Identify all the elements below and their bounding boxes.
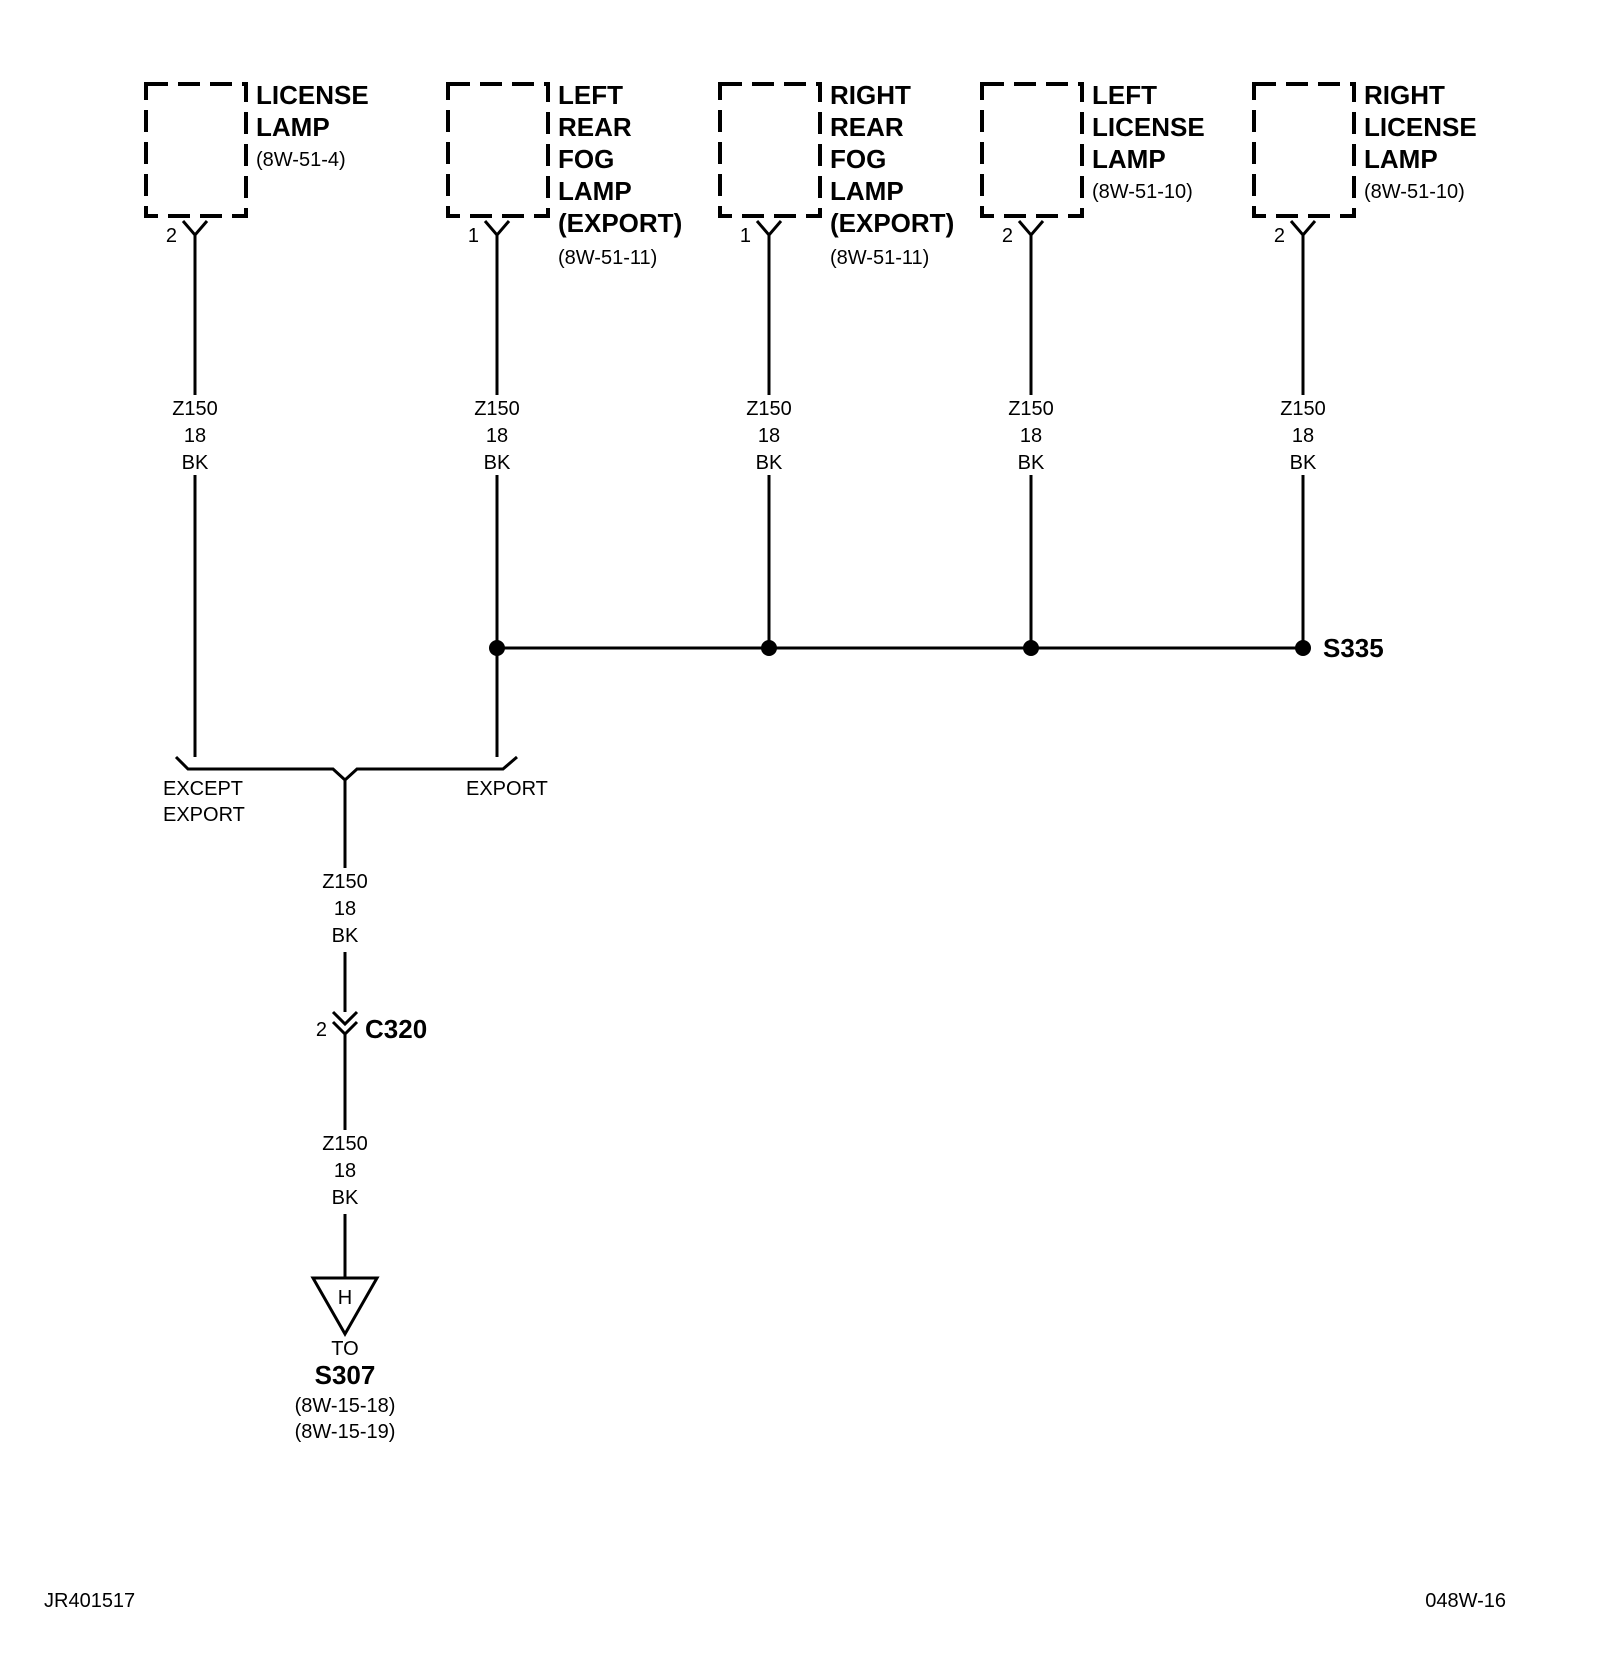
component-name-line: FOG [558,144,614,174]
wire-color: BK [1290,452,1317,474]
splice-dot [489,640,505,656]
splice-dot [1023,640,1039,656]
component-license-lamp: LICENSE LAMP (8W-51-4) 2 [144,80,369,247]
footer-right-code: 048W-16 [1425,1590,1506,1612]
component-name-line: REAR [558,112,632,142]
wire-gauge: 18 [1020,425,1042,447]
pin-number: 2 [1002,225,1013,247]
ground-destination: H TO S307 (8W-15-18) (8W-15-19) [295,1276,396,1443]
component-box [1252,82,1356,218]
footer-left-code: JR401517 [44,1590,135,1612]
wire-label-3: Z150 18 BK [1008,398,1054,474]
pin-number: 2 [1274,225,1285,247]
component-left-license-lamp: LEFT LICENSE LAMP (8W-51-10) 2 [980,80,1205,247]
component-box [446,82,550,218]
component-name-line: RIGHT [830,80,911,110]
splice-s335: S335 [489,633,1384,663]
pin-number: 1 [468,225,479,247]
component-ref: (8W-51-11) [830,247,929,269]
branch-bracket [174,755,518,783]
component-name-line: (EXPORT) [558,208,682,238]
wire-gauge: 18 [334,898,356,920]
component-name-line: LAMP [558,176,632,206]
component-ref: (8W-51-11) [558,247,657,269]
connector-chevron-icon [331,1010,359,1027]
terminal-icon [483,220,511,238]
component-right-license-lamp: RIGHT LICENSE LAMP (8W-51-10) 2 [1252,80,1477,247]
component-name-line: (EXPORT) [830,208,954,238]
ground-ref: (8W-15-18) [295,1395,396,1417]
terminal-icon [1289,220,1317,238]
component-name-line: FOG [830,144,886,174]
component-name-line: LICENSE [256,80,369,110]
wire-circuit: Z150 [1280,398,1326,420]
connector-label: C320 [365,1014,427,1044]
wire-circuit: Z150 [322,1133,368,1155]
component-name-line: LAMP [830,176,904,206]
component-ref: (8W-51-10) [1364,181,1465,203]
wire-circuit: Z150 [172,398,218,420]
wire-color: BK [182,452,209,474]
component-name-line: RIGHT [1364,80,1445,110]
ground-ref: (8W-15-19) [295,1421,396,1443]
wire-gauge: 18 [1292,425,1314,447]
wire-gauge: 18 [184,425,206,447]
component-name-line: LAMP [1092,144,1166,174]
branch-left-line: EXCEPT [163,778,243,800]
connector-pin: 2 [316,1019,327,1041]
component-right-rear-fog-lamp: RIGHT REAR FOG LAMP (EXPORT) (8W-51-11) … [718,80,954,269]
ground-letter: H [338,1287,352,1309]
component-ref: (8W-51-4) [256,149,346,171]
connector-c320: 2 C320 [316,1010,427,1044]
component-name-line: LAMP [1364,144,1438,174]
component-box [980,82,1084,218]
component-ref: (8W-51-10) [1092,181,1193,203]
ground-wire: Z150 18 BK [322,1034,368,1278]
component-name-line: LEFT [558,80,623,110]
splice-dot [1295,640,1311,656]
wire-label-0: Z150 18 BK [172,398,218,474]
ground-to: TO [331,1338,358,1360]
wire-circuit: Z150 [474,398,520,420]
ground-triangle-icon [310,1276,380,1338]
trunk-wire: Z150 18 BK [322,780,368,1012]
pin-number: 2 [166,225,177,247]
component-name-line: LICENSE [1092,112,1205,142]
wire-gauge: 18 [486,425,508,447]
component-name-line: LEFT [1092,80,1157,110]
wire-color: BK [484,452,511,474]
terminal-icon [755,220,783,238]
branch-right-label: EXPORT [466,778,548,800]
wire-gauge: 18 [334,1160,356,1182]
component-wires [193,235,1305,757]
ground-dest: S307 [315,1360,376,1390]
wire-circuit: Z150 [746,398,792,420]
wire-gauge: 18 [758,425,780,447]
branch-left-line: EXPORT [163,804,245,826]
component-name-line: LAMP [256,112,330,142]
wire-color: BK [332,1187,359,1209]
wire-label-4: Z150 18 BK [1280,398,1326,474]
wire-color: BK [1018,452,1045,474]
option-branch: EXCEPT EXPORT EXPORT [163,755,548,826]
wire-circuit: Z150 [322,871,368,893]
wire-circuit: Z150 [1008,398,1054,420]
component-name-line: REAR [830,112,904,142]
wire-label-2: Z150 18 BK [746,398,792,474]
component-box [718,82,822,218]
wire-color: BK [332,925,359,947]
component-left-rear-fog-lamp: LEFT REAR FOG LAMP (EXPORT) (8W-51-11) 1 [446,80,682,269]
component-name-line: LICENSE [1364,112,1477,142]
terminal-icon [181,220,209,238]
wire-label-1: Z150 18 BK [474,398,520,474]
component-box [144,82,248,218]
pin-number: 1 [740,225,751,247]
splice-dot [761,640,777,656]
terminal-icon [1017,220,1045,238]
wire-color: BK [756,452,783,474]
splice-label: S335 [1323,633,1384,663]
